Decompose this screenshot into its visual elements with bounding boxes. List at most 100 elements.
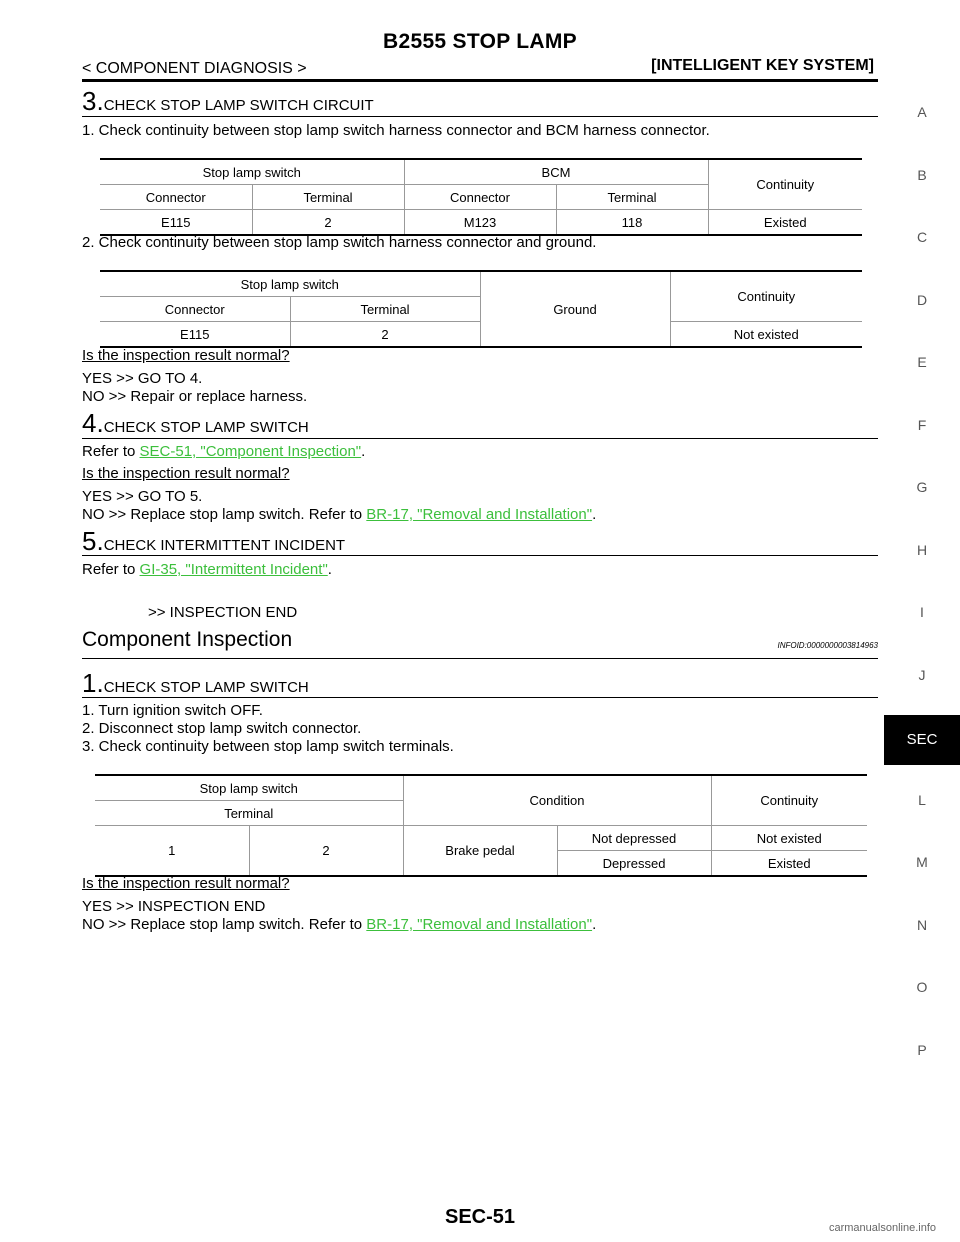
table-cell: Existed [710, 850, 867, 877]
table-cell: Existed [707, 209, 862, 236]
step-number: 5. [82, 526, 104, 556]
step-rule [82, 555, 878, 556]
header-rule [82, 79, 878, 82]
section-tab-b[interactable]: B [917, 166, 927, 183]
instruction-line: 1. Turn ignition switch OFF. [82, 702, 263, 719]
section-tab-p[interactable]: P [917, 1041, 927, 1058]
table-cell: 2 [289, 321, 480, 348]
info-id: INFOID:0000000003814963 [777, 641, 878, 650]
table-cell: 118 [555, 209, 708, 236]
result-yes: YES >> GO TO 5. [82, 488, 203, 505]
table-cell: Brake pedal [402, 825, 557, 877]
table-header: Connector [100, 184, 252, 210]
instruction-line: 2. Disconnect stop lamp switch connector… [82, 720, 362, 737]
table-header: Terminal [289, 296, 480, 322]
table-header: Stop lamp switch [100, 158, 404, 185]
refer-text: Refer to [82, 561, 140, 578]
table-header: Terminal [251, 184, 404, 210]
instruction-line: 1. Check continuity between stop lamp sw… [82, 122, 710, 139]
section-rule [82, 658, 878, 659]
step-5-heading: 5.CHECK INTERMITTENT INCIDENT [82, 528, 345, 554]
table-header: Stop lamp switch [95, 774, 403, 801]
section-tab-d[interactable]: D [916, 291, 928, 308]
section-tab-c[interactable]: C [916, 229, 928, 245]
table-cell: 2 [251, 209, 404, 236]
page-title: B2555 STOP LAMP [383, 30, 577, 53]
refer-line: Refer to SEC-51, "Component Inspection". [82, 443, 365, 461]
page-number: SEC-51 [444, 1206, 516, 1228]
result-text: . [592, 916, 597, 933]
refer-text: Refer to [82, 443, 140, 460]
table-header: Connector [403, 184, 556, 210]
section-tab-f[interactable]: F [917, 416, 927, 433]
component-step-1-heading: 1.CHECK STOP LAMP SWITCH [82, 670, 309, 696]
table-header: Terminal [95, 800, 403, 826]
header-system: [INTELLIGENT KEY SYSTEM] [651, 57, 874, 74]
result-no: NO >> Replace stop lamp switch. Refer to… [82, 916, 596, 934]
link-component-inspection[interactable]: SEC-51, "Component Inspection" [139, 443, 362, 460]
table-cell: Depressed [556, 850, 711, 877]
step-title: CHECK STOP LAMP SWITCH [103, 679, 309, 696]
result-text: NO >> Replace stop lamp switch. Refer to [82, 506, 367, 523]
step-number: 4. [82, 408, 104, 438]
table-header: Continuity [669, 270, 862, 322]
table-cell: M123 [403, 209, 556, 236]
result-yes: YES >> INSPECTION END [82, 898, 266, 915]
step-4-heading: 4.CHECK STOP LAMP SWITCH [82, 410, 309, 436]
section-tab-g[interactable]: G [916, 479, 928, 495]
result-no: NO >> Replace stop lamp switch. Refer to… [82, 506, 596, 524]
continuity-table-ground: Stop lamp switch Ground Continuity Conne… [100, 270, 862, 348]
watermark: carmanualsonline.info [828, 1222, 936, 1234]
table-header: Stop lamp switch [100, 270, 480, 297]
step-rule [82, 697, 878, 698]
link-removal-installation[interactable]: BR-17, "Removal and Installation" [366, 916, 593, 933]
section-tab-a[interactable]: A [917, 104, 927, 120]
table-cell: 2 [248, 825, 403, 877]
section-tab-o[interactable]: O [916, 979, 928, 995]
result-text: . [592, 506, 597, 523]
result-yes: YES >> GO TO 4. [82, 370, 203, 387]
section-tab-e[interactable]: E [917, 354, 927, 370]
table-cell: Not existed [669, 321, 862, 348]
table-header: Terminal [555, 184, 708, 210]
table-header: Connector [100, 296, 290, 322]
header-section: < COMPONENT DIAGNOSIS > [82, 60, 307, 77]
table-cell: E115 [100, 209, 252, 236]
table-header: Condition [402, 774, 711, 826]
continuity-table-bcm: Stop lamp switch BCM Continuity Connecto… [100, 158, 862, 236]
table-cell: Not existed [710, 825, 867, 851]
inspection-end: >> INSPECTION END [148, 604, 298, 621]
instruction-line: 3. Check continuity between stop lamp sw… [82, 738, 454, 755]
section-tab-j[interactable]: J [918, 666, 926, 683]
table-header: Continuity [707, 158, 862, 210]
step-rule [82, 438, 878, 439]
step-3-heading: 3.CHECK STOP LAMP SWITCH CIRCUIT [82, 88, 374, 114]
refer-line: Refer to GI-35, "Intermittent Incident". [82, 561, 332, 579]
section-tab-i[interactable]: I [920, 604, 924, 620]
link-intermittent-incident[interactable]: GI-35, "Intermittent Incident" [139, 561, 328, 578]
section-tab-m[interactable]: M [916, 854, 928, 870]
switch-terminal-table: Stop lamp switch Condition Continuity Te… [95, 774, 867, 877]
inspection-question: Is the inspection result normal? [82, 465, 290, 482]
refer-text: . [327, 561, 332, 578]
section-tab-h[interactable]: H [916, 541, 928, 558]
result-no: NO >> Repair or replace harness. [82, 388, 308, 405]
step-title: CHECK INTERMITTENT INCIDENT [103, 537, 346, 554]
table-cell: Not depressed [556, 825, 711, 851]
section-tab-active[interactable]: SEC [884, 715, 960, 765]
inspection-question: Is the inspection result normal? [82, 347, 290, 364]
table-cell: 1 [95, 825, 249, 877]
section-tab-l[interactable]: L [918, 791, 926, 808]
section-tab-n[interactable]: N [916, 916, 928, 933]
table-cell: E115 [100, 321, 290, 348]
refer-text: . [361, 443, 366, 460]
link-removal-installation[interactable]: BR-17, "Removal and Installation" [366, 506, 593, 523]
table-header: BCM [403, 158, 708, 185]
step-number: 3. [82, 86, 104, 116]
instruction-line: 2. Check continuity between stop lamp sw… [82, 234, 597, 251]
step-title: CHECK STOP LAMP SWITCH CIRCUIT [103, 97, 374, 114]
result-text: NO >> Replace stop lamp switch. Refer to [82, 916, 367, 933]
step-rule [82, 116, 878, 117]
table-header: Continuity [710, 774, 867, 826]
section-title: Component Inspection [82, 628, 293, 651]
